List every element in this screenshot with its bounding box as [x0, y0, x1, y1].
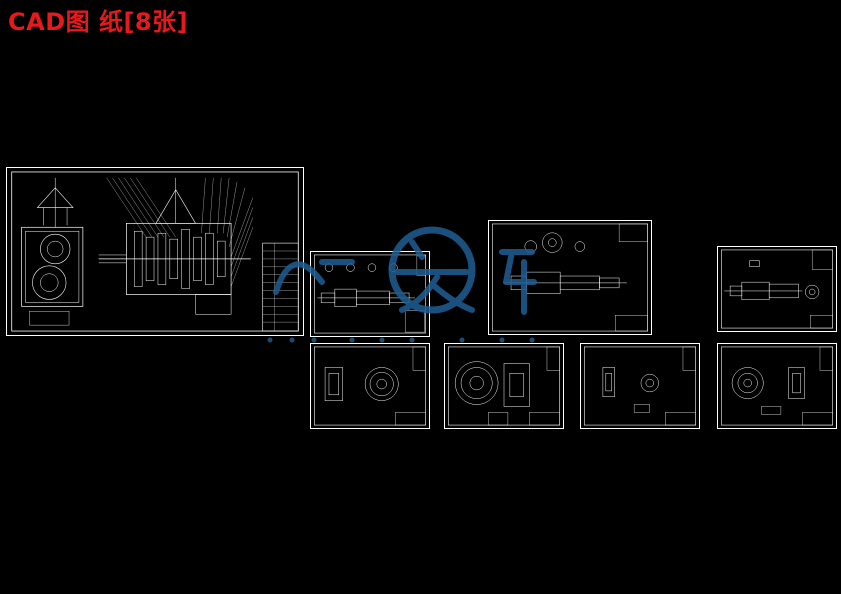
gear-drawing-graphic: [448, 346, 560, 426]
gear-drawing-graphic: [721, 346, 833, 426]
gear-drawing-graphic: [584, 346, 696, 426]
shaft-part-drawing-graphic: [721, 249, 833, 329]
assembly-drawing-graphic: [11, 171, 299, 332]
gear-drawing-graphic: [314, 346, 426, 426]
page-title: CAD图 纸[8张]: [8, 8, 189, 36]
cad-sheet-shaft-part[interactable]: [717, 246, 837, 332]
cad-sheet-gear-4[interactable]: [717, 343, 837, 429]
watermark-logo: [267, 226, 537, 343]
cad-sheet-assembly[interactable]: [6, 167, 304, 336]
cad-sheet-gear-3[interactable]: [580, 343, 700, 429]
cad-sheet-gear-1[interactable]: [310, 343, 430, 429]
cad-sheet-gear-2[interactable]: [444, 343, 564, 429]
